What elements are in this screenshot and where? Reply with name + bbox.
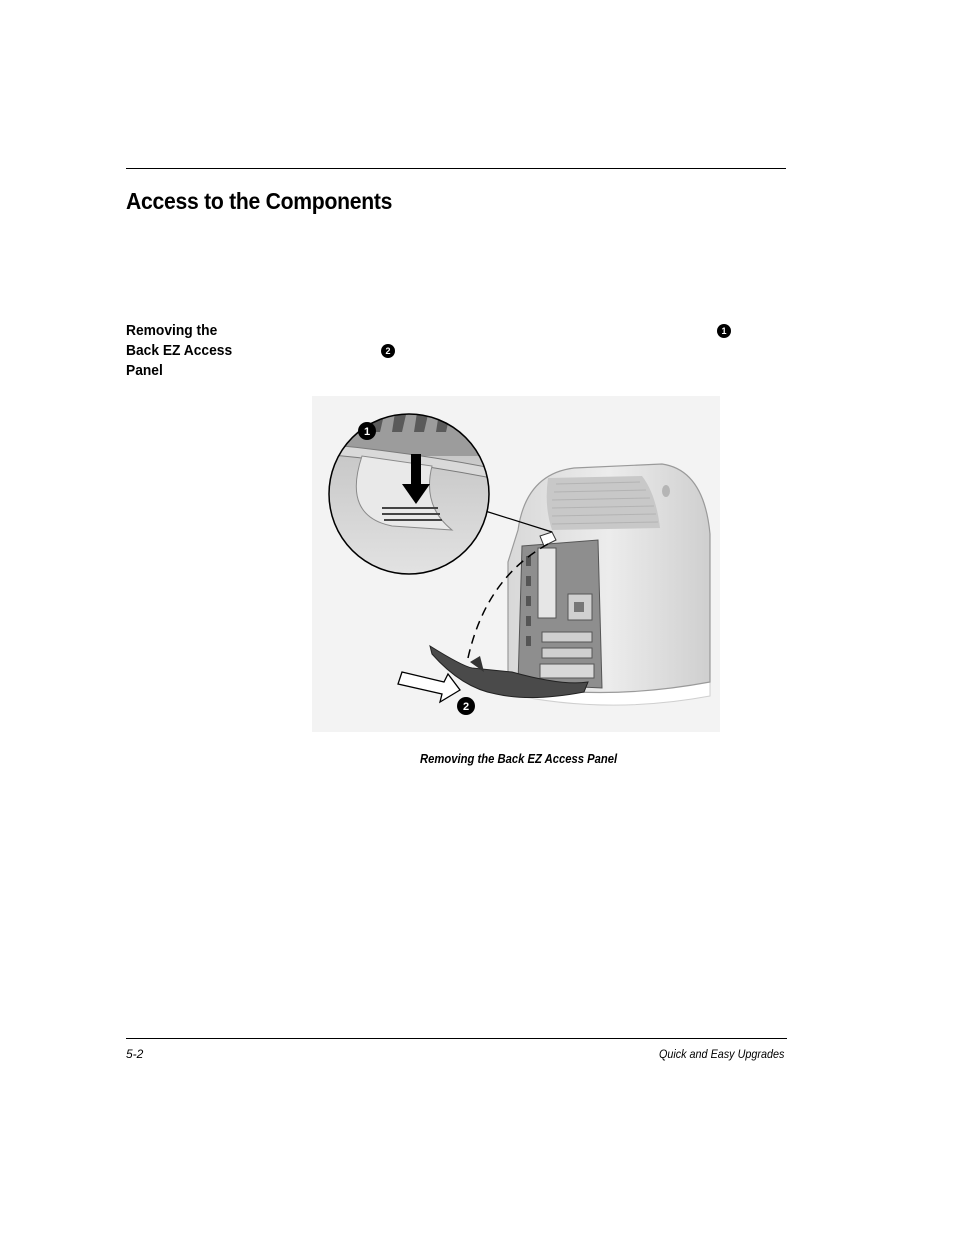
callout-marker-2: 2 xyxy=(381,344,395,358)
figure-callout-2: 2 xyxy=(463,701,469,713)
figure-caption: Removing the Back EZ Access Panel xyxy=(420,752,618,766)
running-title: Quick and Easy Upgrades xyxy=(658,1047,784,1061)
page-title: Access to the Components xyxy=(126,188,393,214)
footer-rule xyxy=(126,1038,787,1039)
figure-back-ez-access-panel: 1 2 xyxy=(312,396,720,732)
section-heading: Removing the Back EZ Access Panel xyxy=(126,322,233,379)
computer-illustration: 1 2 xyxy=(312,396,720,732)
figure-callout-2-badge xyxy=(457,697,475,715)
header-rule xyxy=(126,168,786,169)
figure-callout-1: 1 xyxy=(364,426,370,438)
page-number: 5-2 xyxy=(126,1047,144,1061)
figure-callout-1-badge xyxy=(358,422,376,440)
callout-marker-1: 1 xyxy=(717,324,731,338)
back-panel xyxy=(429,644,589,699)
